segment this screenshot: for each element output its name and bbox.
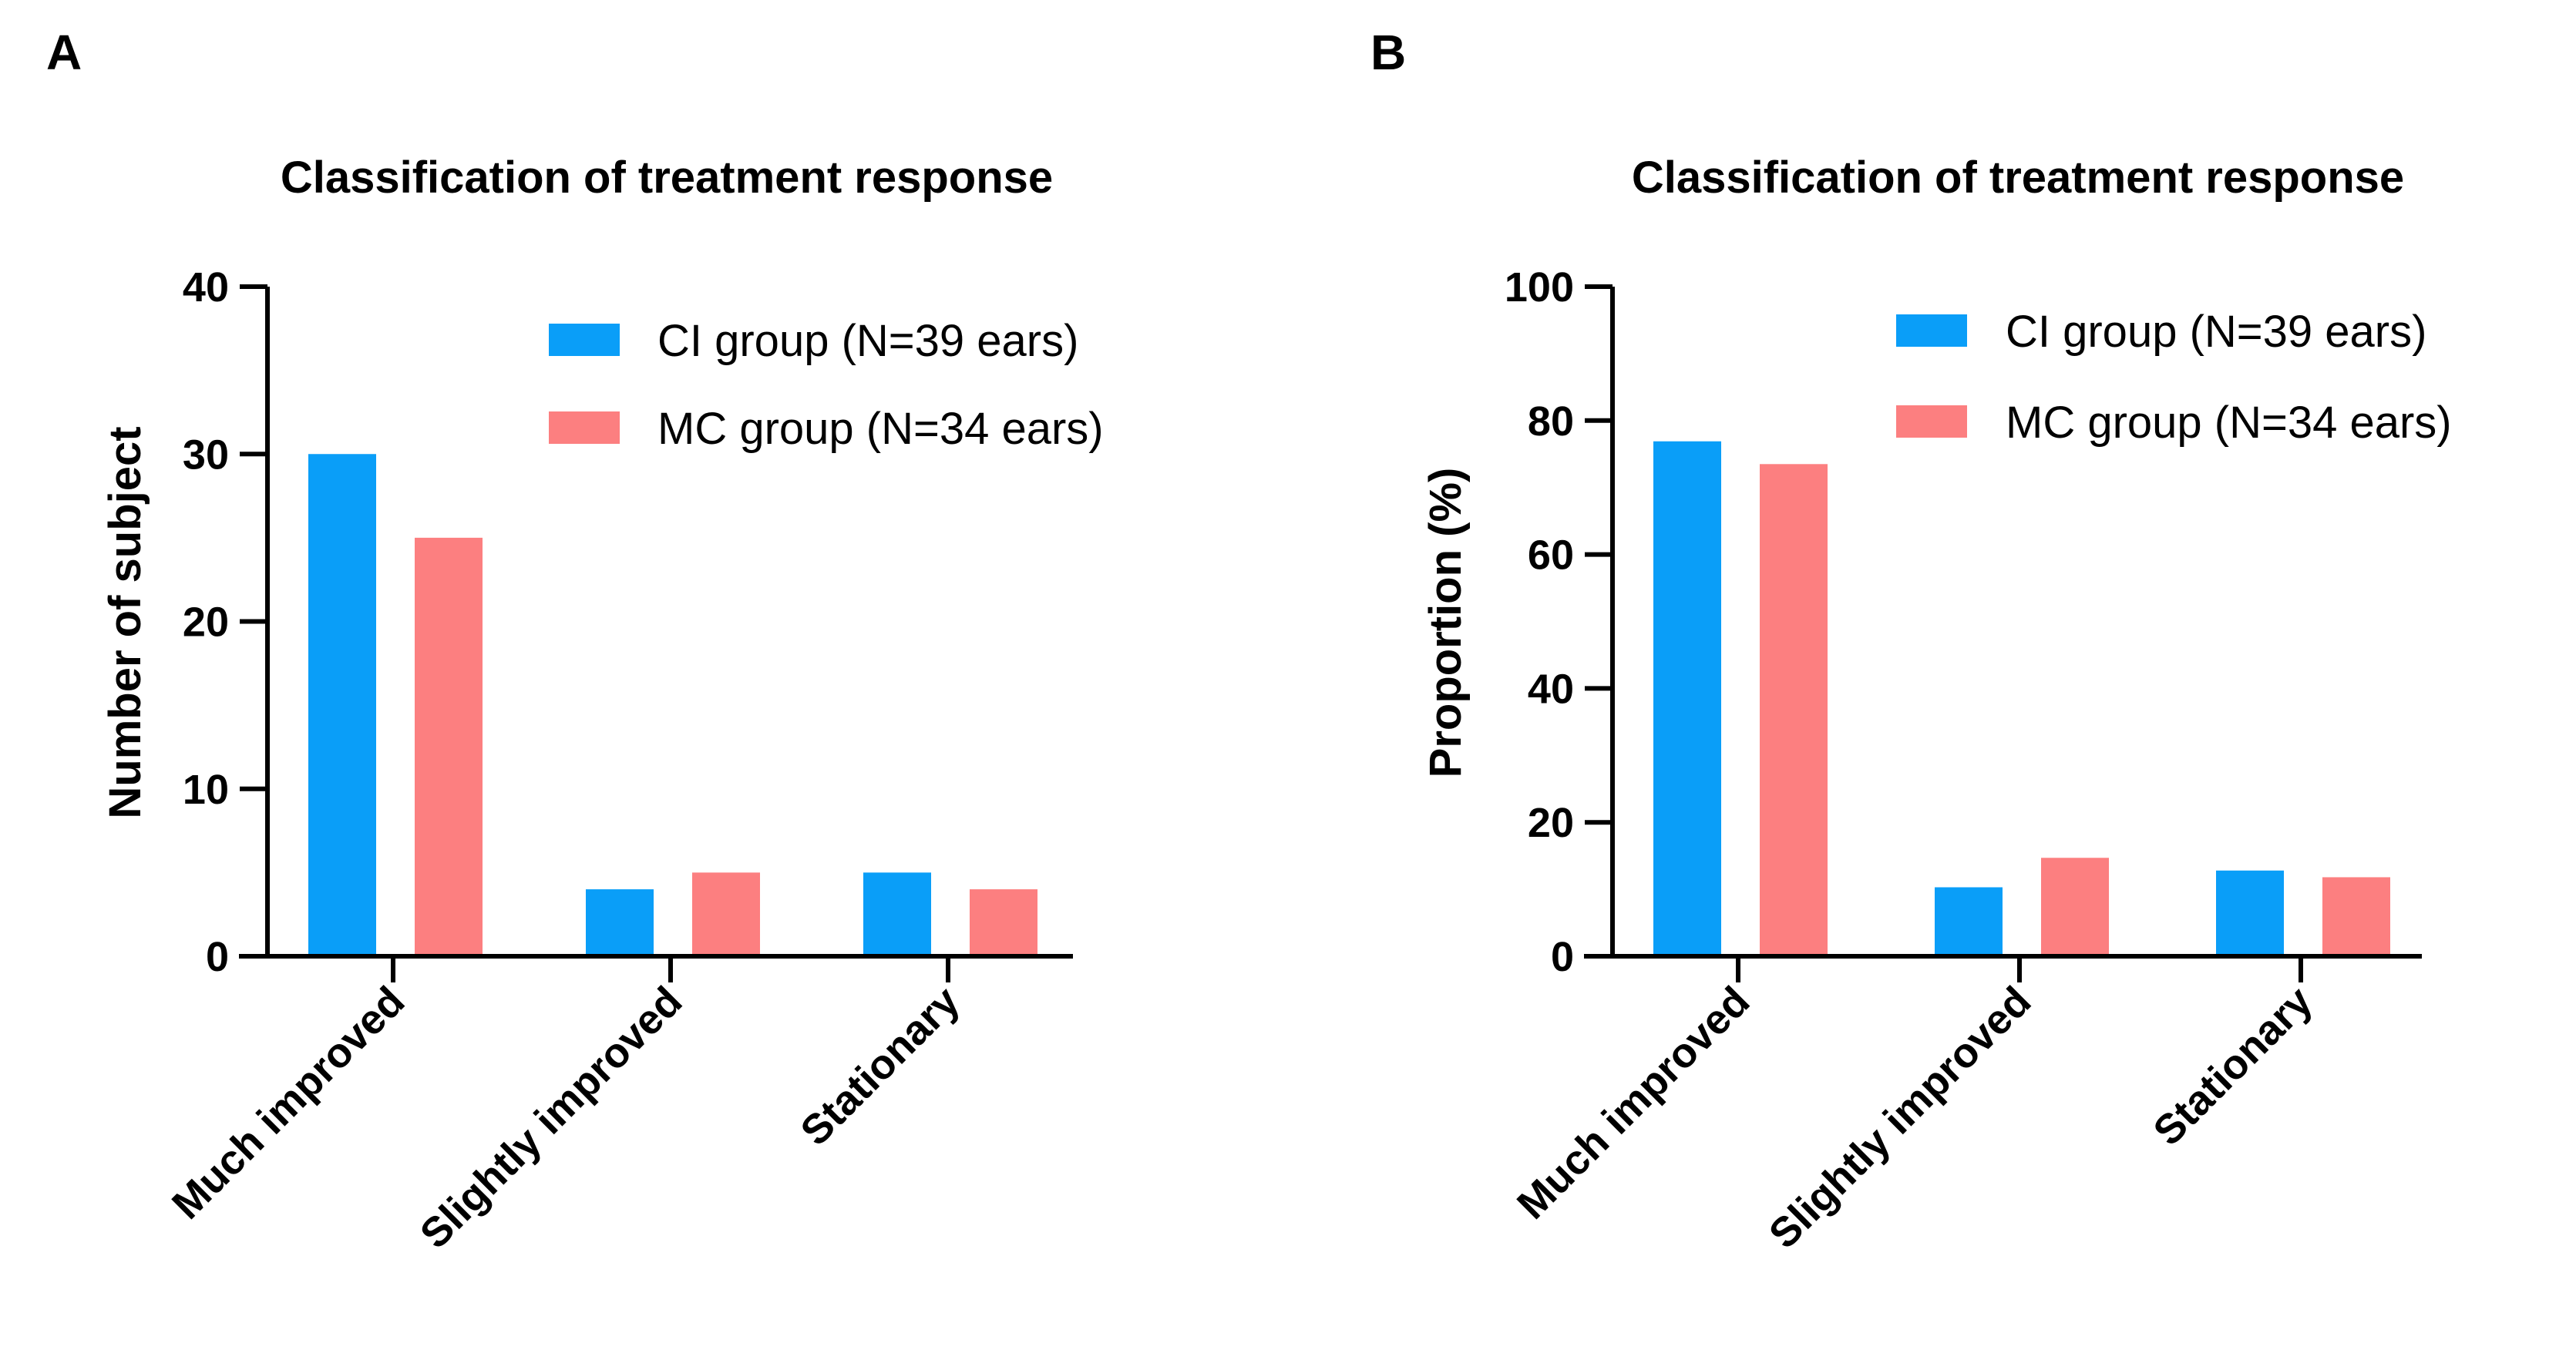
panel-b-y-ticks: 0 20 40 60 80 100	[1505, 264, 1613, 980]
panel-a-bars	[308, 454, 1037, 954]
panel-b-legend-swatch-ci	[1896, 314, 1967, 347]
panel-b-legend-label-mc: MC group (N=34 ears)	[2006, 398, 2452, 448]
bar-ci-3	[863, 872, 931, 954]
y-tick-label: 20	[1528, 800, 1574, 846]
panel-a-y-ticks: 0 10 20 30 40	[183, 264, 267, 980]
y-tick-label: 80	[1528, 398, 1574, 445]
panel-a: A Classification of treatment response N…	[46, 25, 1104, 1258]
y-tick-label: 100	[1505, 264, 1574, 311]
panel-b-title: Classification of treatment response	[1632, 153, 2404, 203]
panel-a-y-axis-title: Number of subject	[100, 426, 150, 818]
panel-a-letter: A	[46, 25, 82, 80]
x-tick-label: Slightly improved	[412, 978, 691, 1258]
bar-mc-1	[415, 537, 483, 954]
y-tick-label: 0	[1551, 934, 1574, 980]
bar-mc-2	[692, 872, 760, 954]
bar-mc-3	[2322, 877, 2390, 954]
bar-ci-3	[2216, 870, 2284, 954]
x-tick-label: Slightly improved	[1760, 978, 2040, 1258]
panel-b-legend: CI group (N=39 ears) MC group (N=34 ears…	[1896, 307, 2452, 448]
bar-ci-1	[1653, 441, 1721, 954]
bar-ci-1	[308, 454, 376, 954]
panel-b-legend-label-ci: CI group (N=39 ears)	[2006, 307, 2426, 357]
y-tick-label: 0	[206, 934, 229, 980]
bar-mc-1	[1760, 464, 1828, 954]
panel-a-legend-swatch-mc	[549, 411, 620, 444]
bar-ci-2	[586, 889, 654, 954]
x-tick-label: Stationary	[2144, 978, 2321, 1154]
panel-b-legend-swatch-mc	[1896, 405, 1967, 438]
panel-a-legend-label-mc: MC group (N=34 ears)	[657, 404, 1104, 454]
bar-mc-3	[970, 889, 1037, 954]
panel-a-legend: CI group (N=39 ears) MC group (N=34 ears…	[549, 316, 1104, 454]
y-tick-label: 20	[183, 599, 229, 646]
panel-b-y-axis-title: Proportion (%)	[1421, 468, 1471, 778]
panel-b-bars	[1653, 441, 2390, 954]
panel-b-letter: B	[1370, 25, 1406, 80]
y-tick-label: 60	[1528, 532, 1574, 579]
x-tick-label: Stationary	[792, 978, 968, 1154]
panel-b: B Classification of treatment response P…	[1370, 25, 2452, 1258]
y-tick-label: 30	[183, 432, 229, 478]
y-tick-label: 40	[183, 264, 229, 311]
x-tick-label: Much improved	[1508, 978, 1759, 1228]
y-tick-label: 10	[183, 767, 229, 813]
panel-a-title: Classification of treatment response	[281, 153, 1053, 203]
x-tick-label: Much improved	[163, 978, 414, 1228]
panel-a-legend-swatch-ci	[549, 324, 620, 356]
bar-ci-2	[1935, 887, 2003, 954]
panel-a-legend-label-ci: CI group (N=39 ears)	[657, 316, 1078, 366]
bar-mc-2	[2041, 858, 2109, 954]
y-tick-label: 40	[1528, 666, 1574, 712]
